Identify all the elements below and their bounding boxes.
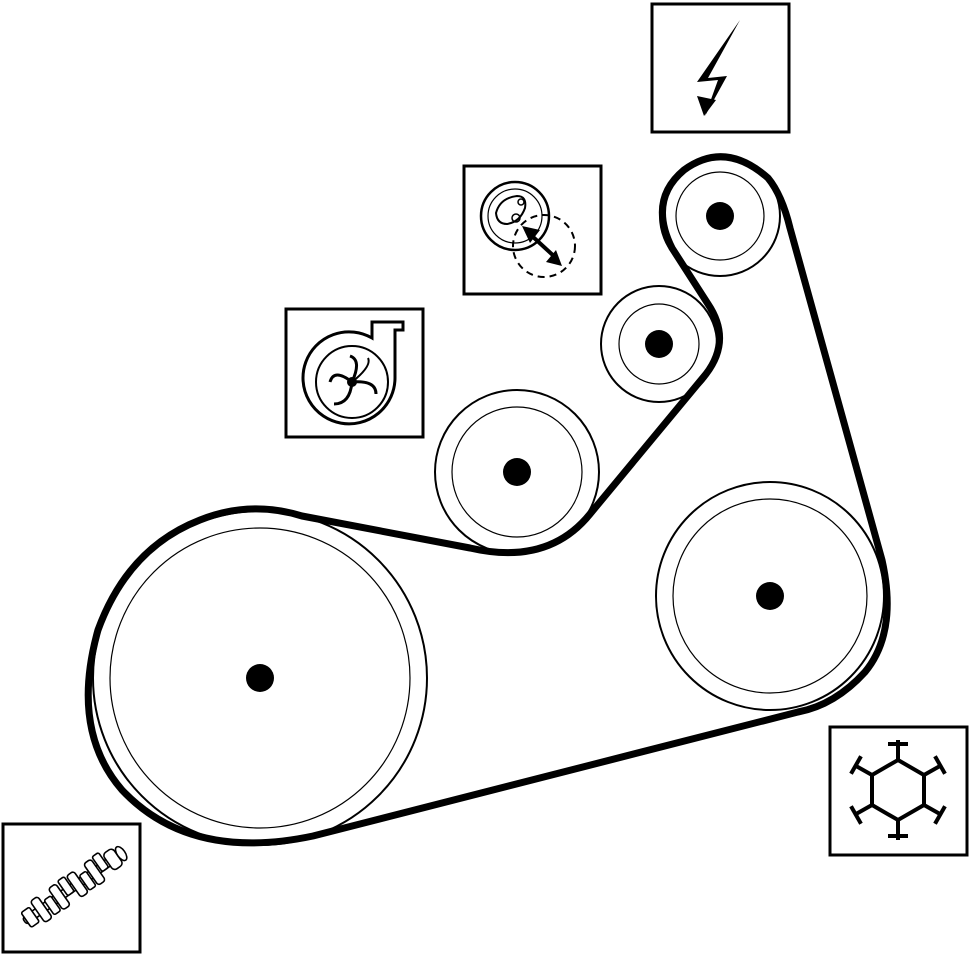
- snowflake-icon: [849, 740, 947, 840]
- pulley-ac-compressor: [655, 481, 885, 711]
- water-pump-icon-box: [284, 307, 425, 439]
- pulley-hub: [503, 458, 531, 486]
- tensioner-icon: [479, 180, 576, 278]
- pulley-tensioner: [600, 285, 718, 403]
- pulley-hub: [645, 330, 673, 358]
- pulley-crankshaft: [92, 510, 428, 846]
- pulley-alternator: [659, 155, 781, 277]
- ac-icon-box: [828, 725, 969, 857]
- alternator-icon-box: [650, 2, 791, 134]
- pulley-hub: [706, 202, 734, 230]
- crankshaft-icon: [20, 845, 128, 928]
- tensioner-icon-box: [462, 164, 603, 296]
- lightning-icon: [697, 20, 740, 116]
- pulley-hub: [246, 664, 274, 692]
- crankshaft-icon-box: [1, 822, 142, 954]
- serpentine-belt: [84, 153, 891, 847]
- water-pump-icon: [301, 320, 405, 426]
- pulley-hub: [756, 582, 784, 610]
